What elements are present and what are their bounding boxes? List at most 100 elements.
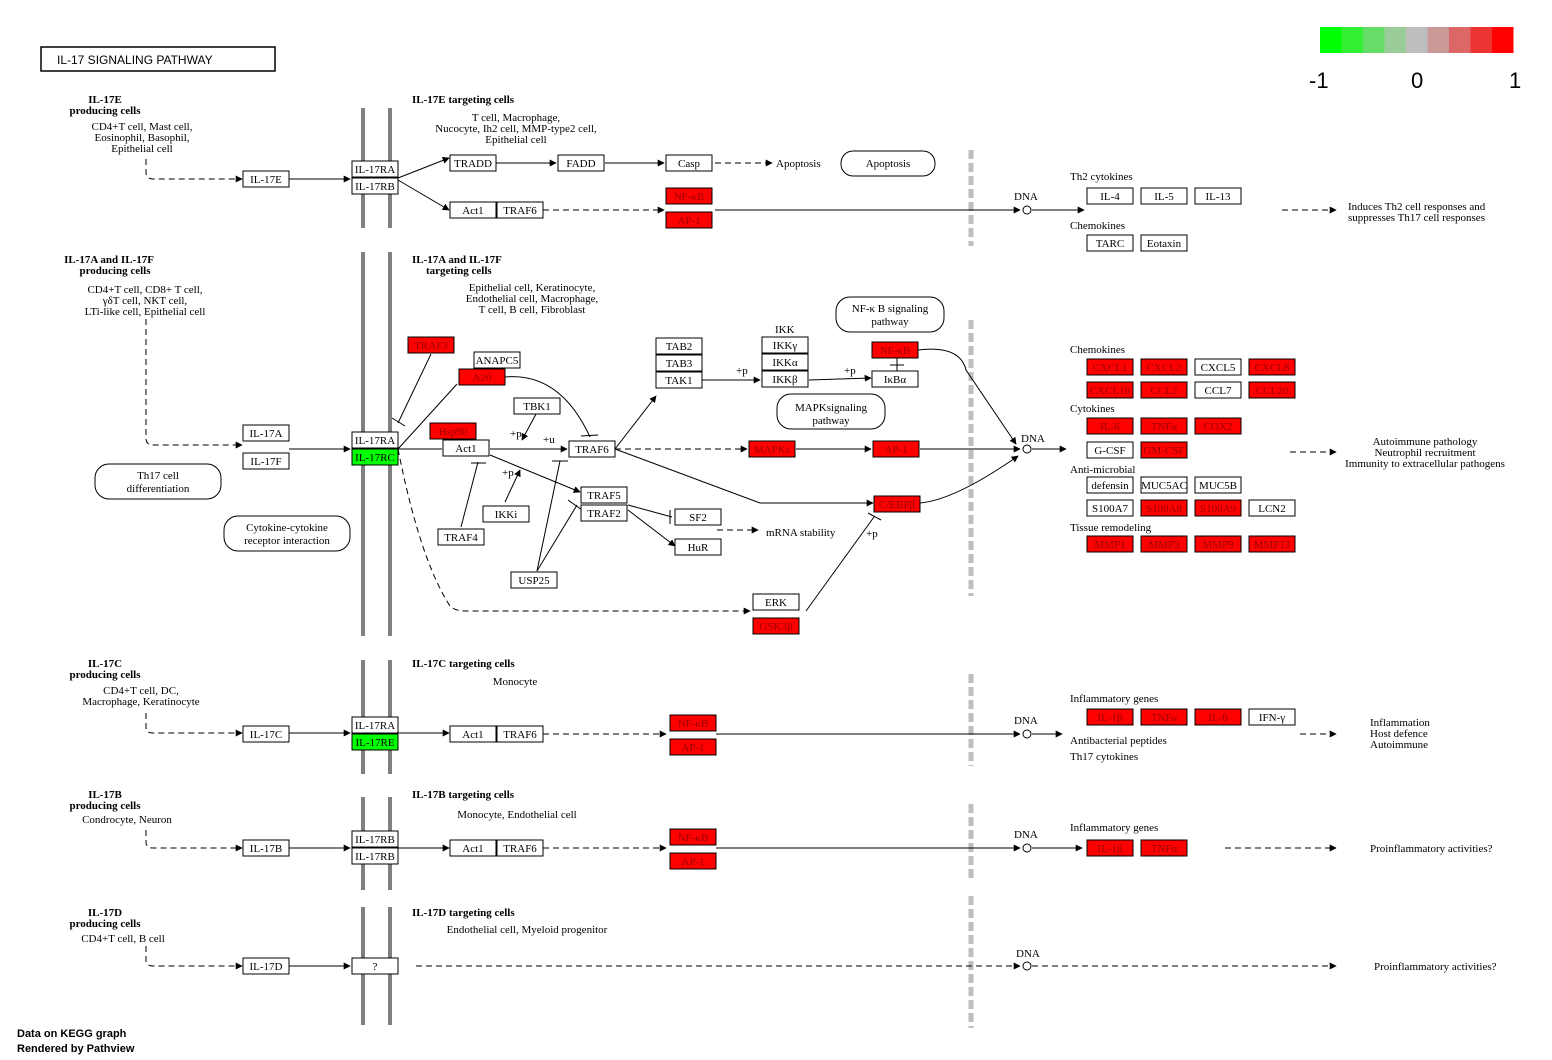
gene-box[interactable]	[437, 528, 485, 546]
gene-box[interactable]	[458, 368, 506, 386]
gene-box[interactable]	[752, 617, 800, 635]
gene-node-il17c[interactable]: IL-17C	[242, 725, 290, 743]
gene-box[interactable]	[1086, 708, 1134, 726]
gene-node-gsk3b[interactable]: GSK3β	[752, 617, 800, 635]
gene-box[interactable]	[1086, 187, 1134, 205]
gene-box[interactable]	[351, 957, 399, 975]
gene-box[interactable]	[242, 170, 290, 188]
gene-node-cxcl2[interactable]: CXCL2	[1140, 358, 1188, 376]
gene-box[interactable]	[1086, 417, 1134, 435]
gene-box[interactable]	[351, 448, 399, 466]
gene-node-il17f[interactable]: IL-17F	[242, 452, 290, 470]
gene-node-nfkb_c[interactable]: NF-κB	[669, 714, 717, 732]
gene-node-tab3[interactable]: TAB3	[655, 354, 703, 372]
gene-node-tarc[interactable]: TARC	[1086, 234, 1134, 252]
gene-box[interactable]	[1140, 708, 1188, 726]
gene-node-s100a7[interactable]: S100A7	[1086, 499, 1134, 517]
gene-box[interactable]	[1086, 234, 1134, 252]
gene-node-cebpb[interactable]: C/EBPβ	[873, 495, 921, 513]
gene-box[interactable]	[655, 371, 703, 389]
gene-node-mapks[interactable]: MAPKs	[748, 440, 796, 458]
gene-node-act1_b[interactable]: Act1	[449, 839, 497, 857]
gene-box[interactable]	[351, 431, 399, 449]
gene-box[interactable]	[568, 440, 616, 458]
gene-node-tab2[interactable]: TAB2	[655, 337, 703, 355]
gene-box[interactable]	[580, 486, 628, 504]
gene-node-nfkb_b[interactable]: NF-κB	[669, 828, 717, 846]
gene-node-rC[interactable]: IL-17RC	[351, 448, 399, 466]
gene-box[interactable]	[496, 725, 544, 743]
map-nfkb-line1[interactable]: NF-κ B signaling	[852, 303, 929, 315]
gene-node-rB1[interactable]: IL-17RB	[351, 177, 399, 195]
gene-node-act1_c[interactable]: Act1	[449, 725, 497, 743]
gene-box[interactable]	[1194, 381, 1242, 399]
gene-box[interactable]	[242, 725, 290, 743]
gene-node-gcsf[interactable]: G-CSF	[1086, 441, 1134, 459]
gene-box[interactable]	[1248, 358, 1296, 376]
gene-box[interactable]	[1140, 476, 1188, 494]
gene-box[interactable]	[674, 508, 722, 526]
gene-node-hur[interactable]: HuR	[674, 538, 722, 556]
gene-box[interactable]	[1194, 417, 1242, 435]
gene-node-traf6_c[interactable]: TRAF6	[496, 725, 544, 743]
gene-node-muc5b[interactable]: MUC5B	[1194, 476, 1242, 494]
gene-node-tak1[interactable]: TAK1	[655, 371, 703, 389]
gene-node-defensin[interactable]: defensin	[1086, 476, 1134, 494]
gene-box[interactable]	[1194, 187, 1242, 205]
gene-box[interactable]	[351, 830, 399, 848]
gene-node-fadd[interactable]: FADD	[557, 154, 605, 172]
gene-box[interactable]	[242, 839, 290, 857]
gene-box[interactable]	[351, 733, 399, 751]
gene-box[interactable]	[669, 852, 717, 870]
gene-box[interactable]	[496, 201, 544, 219]
gene-node-il5[interactable]: IL-5	[1140, 187, 1188, 205]
gene-node-traf6_b[interactable]: TRAF6	[496, 839, 544, 857]
gene-node-ikkg[interactable]: IKKγ	[761, 336, 809, 354]
map-th17-line1[interactable]: Th17 cell	[137, 470, 179, 482]
gene-box[interactable]	[674, 538, 722, 556]
gene-node-ap1_c[interactable]: AP-1	[669, 738, 717, 756]
gene-box[interactable]	[665, 187, 713, 205]
gene-node-il6_a[interactable]: IL-6	[1086, 417, 1134, 435]
gene-box[interactable]	[1194, 358, 1242, 376]
gene-node-cxcl8[interactable]: CXCL8	[1248, 358, 1296, 376]
gene-box[interactable]	[242, 957, 290, 975]
gene-node-ap1_e[interactable]: AP-1	[665, 211, 713, 229]
gene-node-ap1_a[interactable]: AP-1	[872, 440, 920, 458]
gene-box[interactable]	[1248, 708, 1296, 726]
map-cytokine-line1[interactable]: Cytokine-cytokine	[246, 522, 328, 534]
gene-box[interactable]	[510, 571, 558, 589]
gene-box[interactable]	[1248, 381, 1296, 399]
gene-box[interactable]	[1086, 358, 1134, 376]
map-mapk-line1[interactable]: MAPKsignaling	[795, 402, 868, 414]
gene-node-muc5ac[interactable]: MUC5AC	[1140, 476, 1188, 494]
gene-node-casp[interactable]: Casp	[665, 154, 713, 172]
gene-box[interactable]	[752, 593, 800, 611]
gene-node-il4[interactable]: IL-4	[1086, 187, 1134, 205]
gene-box[interactable]	[351, 847, 399, 865]
gene-box[interactable]	[1248, 535, 1296, 553]
gene-box[interactable]	[1194, 708, 1242, 726]
gene-node-ifng[interactable]: IFN-γ	[1248, 708, 1296, 726]
gene-box[interactable]	[748, 440, 796, 458]
gene-node-il1b_b[interactable]: IL-1β	[1086, 839, 1134, 857]
gene-box[interactable]	[655, 337, 703, 355]
gene-box[interactable]	[1140, 839, 1188, 857]
gene-box[interactable]	[1086, 381, 1134, 399]
gene-node-mmp13[interactable]: MMP13	[1248, 535, 1296, 553]
gene-box[interactable]	[449, 839, 497, 857]
gene-box[interactable]	[669, 738, 717, 756]
gene-box[interactable]	[1194, 535, 1242, 553]
gene-box[interactable]	[513, 397, 561, 415]
gene-box[interactable]	[449, 154, 497, 172]
gene-box[interactable]	[761, 353, 809, 371]
gene-node-rB2[interactable]: IL-17RB	[351, 830, 399, 848]
gene-box[interactable]	[429, 422, 477, 440]
gene-box[interactable]	[669, 714, 717, 732]
gene-box[interactable]	[669, 828, 717, 846]
gene-box[interactable]	[1086, 441, 1134, 459]
gene-node-anapc5[interactable]: ANAPC5	[473, 351, 521, 369]
gene-node-il17b[interactable]: IL-17B	[242, 839, 290, 857]
map-mapk-line2[interactable]: pathway	[812, 415, 850, 427]
gene-box[interactable]	[1140, 381, 1188, 399]
